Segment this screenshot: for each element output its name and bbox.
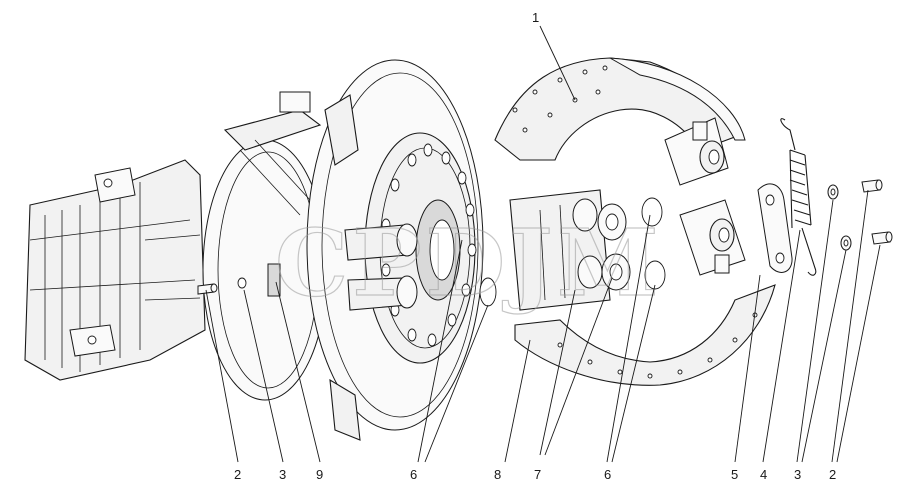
brake-hub-flange	[306, 59, 497, 441]
callout-3-right: 3	[794, 467, 801, 482]
callout-8: 8	[494, 467, 501, 482]
callout-1: 1	[532, 10, 539, 25]
callout-labels: 1 2 3 9 6 8 7 6 5 4 3 2	[234, 10, 836, 482]
callout-7: 7	[534, 467, 541, 482]
pins-2-right	[861, 179, 893, 245]
link-plate-5	[757, 183, 793, 273]
bracket-9	[267, 263, 281, 297]
callout-9: 9	[316, 467, 323, 482]
return-spring-4	[780, 118, 817, 276]
expander-assembly	[509, 189, 666, 311]
axle-housing	[24, 159, 206, 381]
washer-3-left	[237, 277, 247, 289]
callout-2-left: 2	[234, 467, 241, 482]
backing-plate	[197, 91, 328, 401]
brake-shoe-lower	[514, 199, 776, 386]
callout-2-right: 2	[829, 467, 836, 482]
callout-5: 5	[731, 467, 738, 482]
washers-3-right	[827, 184, 852, 251]
callout-4: 4	[760, 467, 767, 482]
brake-shoe-upper	[494, 57, 746, 186]
watermark-text: CPDJM	[275, 209, 663, 317]
callout-6-right: 6	[604, 467, 611, 482]
callout-6-left: 6	[410, 467, 417, 482]
leader-lines	[205, 25, 881, 463]
callout-3-left: 3	[279, 467, 286, 482]
